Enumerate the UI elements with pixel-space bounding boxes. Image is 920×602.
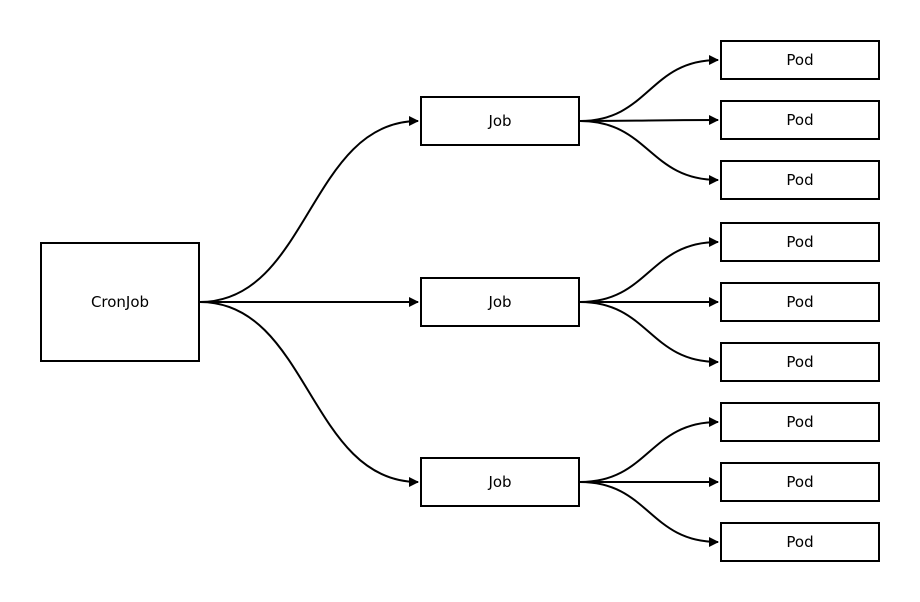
edge-arrow xyxy=(579,417,719,483)
pod-label: Pod xyxy=(786,473,814,491)
edge-arrow xyxy=(579,115,719,126)
pod-node: Pod xyxy=(720,40,880,80)
pod-node: Pod xyxy=(720,522,880,562)
job-label: Job xyxy=(488,293,512,311)
pod-label: Pod xyxy=(786,111,814,129)
edge-arrow xyxy=(199,116,419,303)
job-label: Job xyxy=(488,473,512,491)
pod-node: Pod xyxy=(720,342,880,382)
pod-label: Pod xyxy=(786,51,814,69)
root-label: CronJob xyxy=(90,293,150,311)
job-label: Job xyxy=(488,112,512,130)
edge-arrow xyxy=(579,237,719,303)
pod-node: Pod xyxy=(720,282,880,322)
pod-label: Pod xyxy=(786,233,814,251)
edge-arrow xyxy=(579,55,719,122)
pod-node: Pod xyxy=(720,160,880,200)
root-node: CronJob xyxy=(40,242,200,362)
pod-node: Pod xyxy=(720,402,880,442)
pod-node: Pod xyxy=(720,462,880,502)
edge-arrow xyxy=(199,301,419,487)
pod-label: Pod xyxy=(786,353,814,371)
pod-label: Pod xyxy=(786,533,814,551)
job-node: Job xyxy=(420,457,580,507)
edge-arrow xyxy=(579,481,719,547)
job-node: Job xyxy=(420,96,580,146)
job-node: Job xyxy=(420,277,580,327)
pod-label: Pod xyxy=(786,171,814,189)
pod-node: Pod xyxy=(720,222,880,262)
edge-arrow xyxy=(579,120,719,185)
edge-arrow xyxy=(579,301,719,367)
pod-label: Pod xyxy=(786,413,814,431)
pod-node: Pod xyxy=(720,100,880,140)
pod-label: Pod xyxy=(786,293,814,311)
